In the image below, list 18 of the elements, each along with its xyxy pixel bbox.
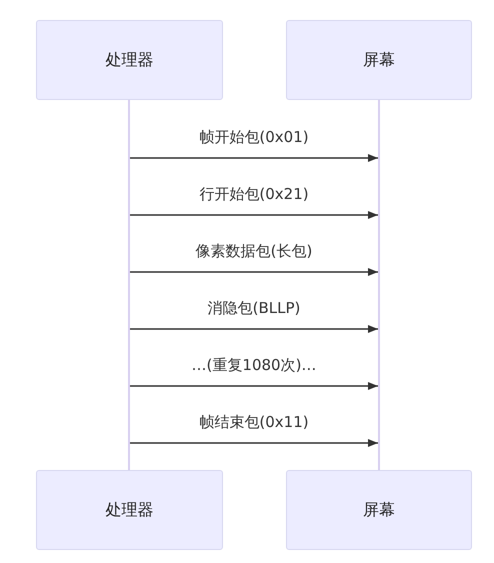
message-arrow [130, 211, 378, 219]
lifeline [378, 100, 380, 470]
participant-box: 处理器 [36, 20, 223, 100]
participant-box: 屏幕 [286, 20, 472, 100]
message-label: 消隐包(BLLP) [208, 299, 300, 317]
message-label: …(重复1080次)… [192, 356, 316, 374]
message-label: 行开始包(0x21) [199, 185, 309, 203]
participant-box: 处理器 [36, 470, 223, 550]
message-label: 帧开始包(0x01) [199, 128, 309, 146]
message-arrow [130, 325, 378, 333]
message-arrow [130, 439, 378, 447]
lifeline [128, 100, 130, 470]
message-arrow [130, 382, 378, 390]
message-arrow [130, 268, 378, 276]
message-label: 像素数据包(长包) [196, 242, 312, 260]
participant-box: 屏幕 [286, 470, 472, 550]
message-arrow [130, 154, 378, 162]
message-label: 帧结束包(0x11) [199, 413, 309, 431]
